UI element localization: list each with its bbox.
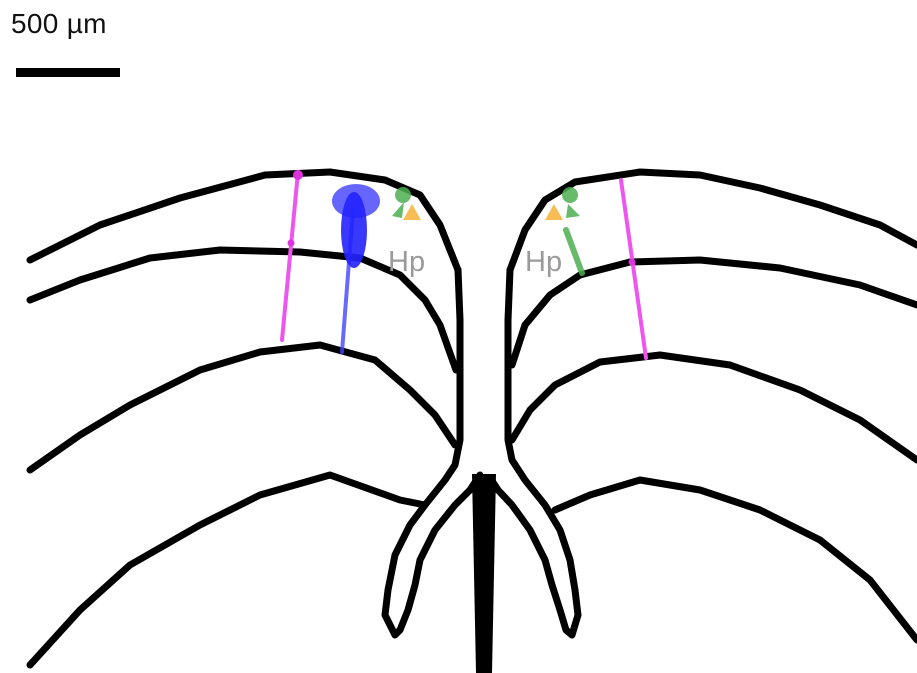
right-green-marker [562,187,578,203]
left-layer-boundary-2 [30,345,455,470]
left-blue-spot-core [341,192,367,268]
left-green-marker [395,187,411,203]
left-hp-label: Hp [388,246,425,278]
right-hemisphere-outline [490,172,917,640]
right-yellow-triangle [545,204,563,220]
left-green-triangle [392,202,404,218]
right-hp-label: Hp [525,246,562,278]
right-magenta-track [621,180,646,358]
right-green-track [566,230,582,273]
left-magenta-track [282,172,298,340]
right-layer-boundary-2 [512,355,917,460]
left-midline-edge [385,270,480,635]
right-deep-boundary [555,480,917,640]
left-yellow-triangle [403,204,421,220]
right-midline-edge [490,270,578,635]
left-magenta-dot [288,240,295,247]
right-cortex-surface [510,172,917,270]
right-green-triangle [566,204,580,218]
right-layer-boundary-1 [512,260,917,365]
midline-fissure [472,474,496,673]
left-magenta-tip [293,170,303,180]
left-deep-boundary [30,475,425,665]
right-magenta-dot [629,259,636,266]
